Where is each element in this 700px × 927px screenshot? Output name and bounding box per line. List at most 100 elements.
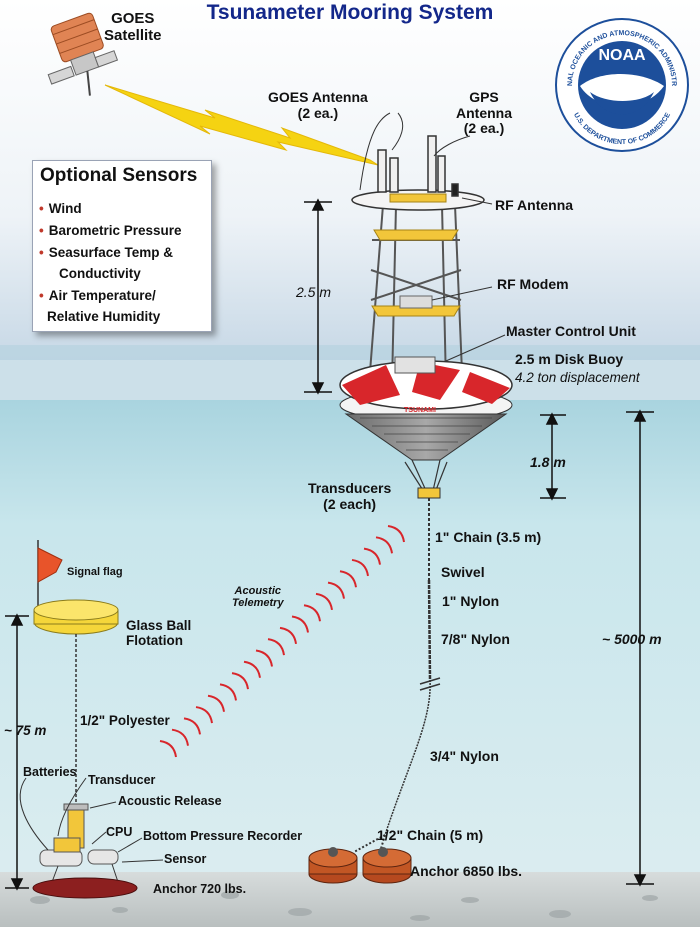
callout-lines	[359, 112, 506, 369]
label-line: Antenna	[456, 104, 512, 121]
bpr-callout-lines	[19, 777, 164, 863]
acoustic-telemetry-waves	[159, 525, 405, 758]
label-line: GOES Antenna	[268, 89, 368, 105]
nylon-7-8-label: 7/8" Nylon	[441, 631, 510, 647]
tower-platform-1	[373, 229, 459, 241]
disk-buoy	[339, 356, 513, 422]
acoustic-wave-arc	[231, 672, 249, 690]
acoustic-wave-arc	[303, 604, 321, 622]
top-platform	[389, 193, 447, 203]
label-line: Telemetry	[232, 597, 284, 610]
polyester-label: 1/2" Polyester	[80, 713, 170, 728]
acoustic-wave-arc	[267, 638, 285, 656]
acoustic-wave-arc	[243, 660, 261, 678]
rf-modem-label: RF Modem	[497, 276, 569, 292]
page-title: Tsunameter Mooring System	[206, 1, 494, 24]
acoustic-wave-arc	[195, 706, 213, 724]
noaa-ring-bottom-text: U.S. DEPARTMENT OF COMMERCE	[572, 112, 672, 146]
acoustic-wave-arc	[387, 525, 405, 543]
sensor-item-label: Barometric Pressure	[48, 223, 182, 238]
transducer-label: Transducer	[88, 773, 156, 787]
anchor-6850-label: Anchor 6850 lbs.	[410, 863, 523, 879]
anchor-720-label: Anchor 720 lbs.	[153, 882, 247, 896]
label-line: (2 ea.)	[463, 120, 505, 137]
acoustic-wave-arc	[279, 626, 297, 645]
anchor-6850-blocks	[308, 847, 412, 884]
optional-sensors-heading: Optional Sensors	[40, 165, 198, 186]
acoustic-wave-arc	[351, 558, 369, 577]
antenna-masts	[377, 135, 459, 197]
chain-1in-label: 1" Chain (3.5 m)	[435, 529, 542, 545]
acoustic-wave-arc	[339, 570, 357, 588]
disk-buoy-label: 2.5 m Disk Buoy	[515, 351, 624, 367]
acoustic-wave-arc	[255, 649, 273, 667]
svg-text:U.S. DEPARTMENT OF COMMERCE: U.S. DEPARTMENT OF COMMERCE	[572, 112, 672, 146]
sensor-item-sst: •Seasurface Temp &	[39, 245, 174, 260]
acoustic-wave-arc	[291, 615, 309, 633]
sensor-label: Sensor	[164, 852, 207, 866]
depth-5000-label: ~ 5000 m	[602, 631, 662, 647]
goes-antenna-label: GOES Antenna (2 ea.)	[268, 89, 368, 121]
sensor-item-sst-cont: Conductivity	[59, 266, 141, 281]
hull-hatching	[360, 417, 492, 451]
acoustic-wave-arc	[315, 592, 333, 611]
bpr-label: Bottom Pressure Recorder	[143, 829, 303, 843]
master-control-label: Master Control Unit	[506, 323, 636, 339]
sea-floor-rocks	[30, 891, 658, 921]
label-line: Flotation	[126, 633, 183, 649]
label-line: GPS	[469, 89, 499, 105]
goes-satellite-icon	[47, 12, 119, 96]
acoustic-telemetry-label: Acoustic Telemetry	[232, 585, 284, 610]
chain-half-label: 1/2" Chain (5 m)	[377, 827, 484, 843]
acoustic-release-label: Acoustic Release	[118, 794, 222, 808]
acoustic-wave-arc	[327, 581, 345, 599]
optional-sensors-panel: Optional Sensors •Wind •Barometric Press…	[32, 160, 212, 332]
goes-satellite-label: GOES Satellite	[104, 10, 162, 45]
sensor-item-air-temp: •Air Temperature/	[39, 288, 156, 303]
noaa-logo	[555, 18, 689, 152]
label-line: Glass Ball	[126, 618, 192, 633]
water-column	[0, 400, 700, 900]
sensor-item-air-temp-cont: Relative Humidity	[47, 309, 161, 324]
mooring-line	[353, 498, 432, 853]
nylon-3-4-label: 3/4" Nylon	[430, 748, 499, 764]
line-break-mark	[419, 677, 441, 691]
glass-ball-label: Glass Ball Flotation	[126, 618, 191, 648]
gps-antenna-label: GPS Antenna (2 ea.)	[456, 89, 512, 137]
acoustic-wave-arc	[219, 683, 237, 701]
dim-2-5-arrow	[304, 198, 332, 395]
acoustic-wave-arc	[207, 694, 225, 712]
batteries-label: Batteries	[23, 765, 77, 779]
sensor-item-label: Air Temperature/	[48, 288, 156, 303]
signal-flag-icon	[37, 540, 63, 608]
swivel-label: Swivel	[441, 564, 485, 580]
transmission-bolt	[104, 84, 379, 166]
depth-75-label: ~ 75 m	[4, 723, 47, 738]
height-1-8-label: 1.8 m	[530, 454, 566, 470]
svg-text:NATIONAL OCEANIC AND ATMOSPHER: NATIONAL OCEANIC AND ATMOSPHERIC ADMINIS…	[0, 0, 677, 86]
bpr-package	[32, 803, 138, 899]
dim-1-8-arrow	[540, 412, 566, 501]
label-line: (2 each)	[323, 495, 377, 512]
label-line: GOES	[111, 10, 155, 27]
acoustic-wave-arc	[363, 547, 381, 565]
signal-flag-label: Signal flag	[67, 566, 123, 578]
glass-ball-flotation	[33, 599, 119, 635]
noaa-ring-top-text: NATIONAL OCEANIC AND ATMOSPHERIC ADMINIS…	[0, 0, 677, 86]
acoustic-wave-arc	[375, 536, 393, 554]
label-line: Transducers	[308, 480, 392, 496]
acoustic-wave-arc	[171, 728, 189, 746]
height-2-5-label: 2.5 m	[296, 284, 332, 300]
label-line: Acoustic	[234, 585, 282, 597]
label-line: (2 ea.)	[297, 104, 339, 121]
dim-5000-arrow	[626, 409, 654, 887]
nylon-1in-label: 1" Nylon	[442, 593, 500, 609]
dim-75-arrow	[5, 613, 29, 891]
noaa-logo-text: NOAA	[598, 47, 646, 64]
rf-antenna-label: RF Antenna	[495, 197, 574, 213]
buoy-hull-text: TSUNAMI	[404, 407, 436, 414]
acoustic-wave-arc	[183, 717, 201, 735]
